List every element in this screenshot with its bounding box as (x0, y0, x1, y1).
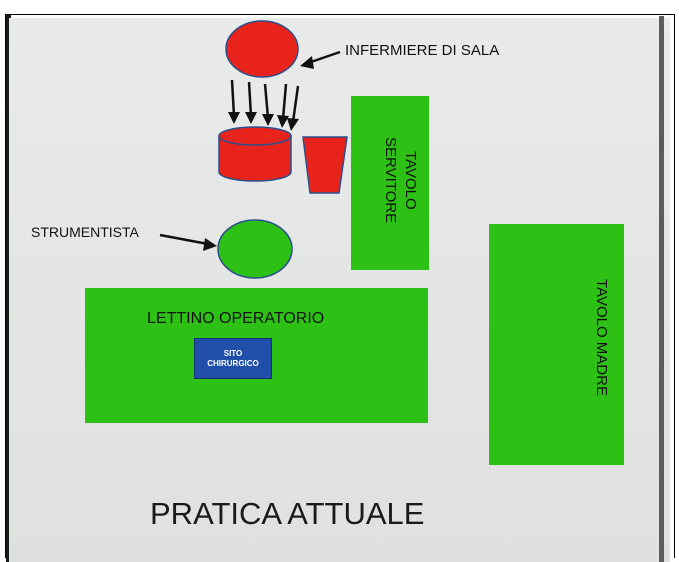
down-arrow-5-head (287, 118, 299, 131)
red-cylinder (218, 126, 292, 182)
down-arrow-2-shaft (247, 81, 253, 117)
down-arrow-5-shaft (291, 85, 300, 123)
tavolo-servitore-line1: TAVOLO (402, 150, 419, 210)
down-arrows (230, 79, 300, 123)
cylinder-body (218, 135, 292, 182)
tavolo-madre-label: TAVOLO MADRE (593, 278, 610, 396)
down-arrow-2-head (245, 112, 257, 124)
sito-chirurgico-line1: SITO (223, 349, 243, 358)
image-frame (5, 14, 675, 558)
tavolo-madre-rect (489, 224, 624, 465)
cylinder-top (218, 126, 292, 146)
strumentista-label: STRUMENTISTA (31, 224, 139, 240)
down-arrow-1-shaft (230, 79, 236, 117)
red-bucket (302, 136, 348, 194)
down-arrow-3-head (262, 114, 274, 126)
sito-chirurgico-box: SITO CHIRURGICO (194, 338, 272, 379)
strumentista-pointer-head (203, 238, 217, 251)
down-arrow-1-head (228, 112, 240, 124)
photo-edge-right (659, 16, 664, 562)
down-arrow-4-shaft (281, 83, 288, 120)
infermiere-pointer-head (300, 56, 314, 69)
down-arrow-heads (228, 112, 299, 131)
strumentista-pointer-line (159, 233, 209, 246)
tavolo-servitore-rect (351, 96, 429, 270)
strumentista-circle (217, 219, 293, 279)
infermiere-circle (225, 20, 299, 78)
infermiere-pointer-line (307, 50, 341, 65)
tavolo-servitore-label: TAVOLO SERVITORE (360, 125, 420, 235)
lettino-operatorio-label: LETTINO OPERATORIO (147, 310, 325, 327)
photo-edge-left (6, 15, 11, 562)
tavolo-servitore-line2: SERVITORE (382, 136, 399, 224)
infermiere-label: INFERMIERE DI SALA (345, 42, 500, 59)
down-arrow-3-shaft (263, 83, 270, 119)
page-title: PRATICA ATTUALE (150, 496, 425, 531)
down-arrow-4-head (277, 115, 289, 128)
sito-chirurgico-line2: CHIRURGICO (207, 359, 259, 368)
